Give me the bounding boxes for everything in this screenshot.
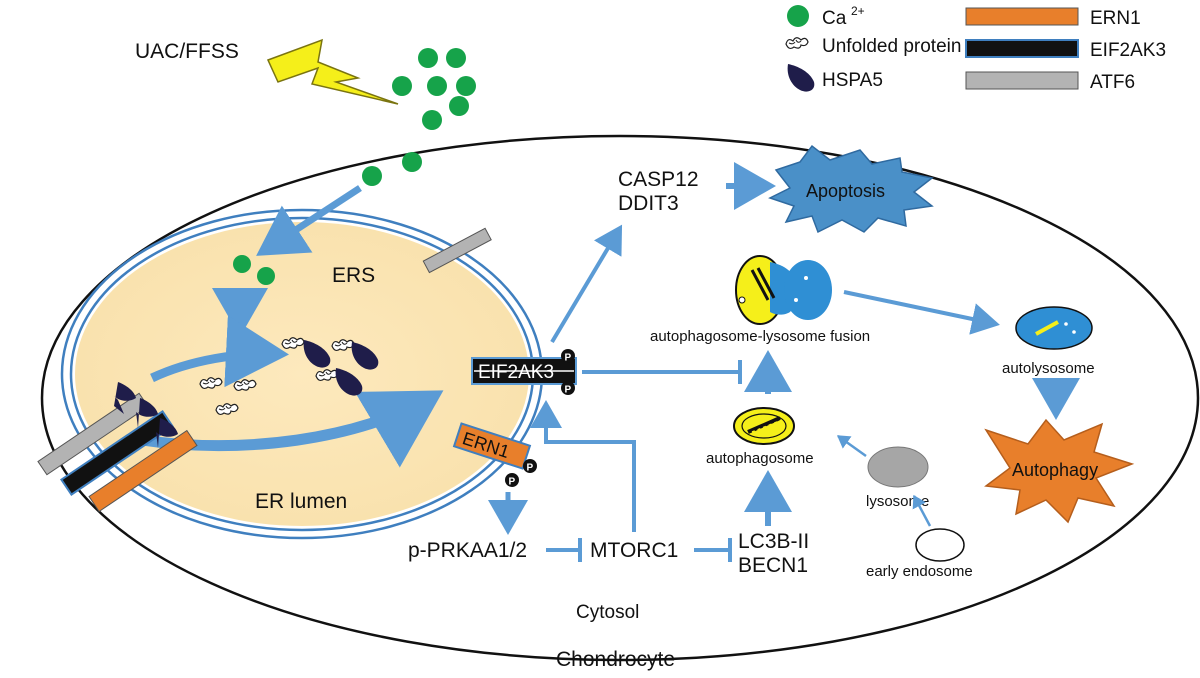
autophagy-label: Autophagy — [1012, 460, 1098, 480]
unfolded-protein-legend-icon — [785, 37, 809, 50]
apoptosis-burst — [768, 144, 934, 234]
early-endosome-icon — [915, 528, 965, 562]
legend-unfolded-protein: Unfolded protein — [822, 36, 961, 57]
fusion-label: autophagosome-lysosome fusion — [650, 328, 870, 345]
calcium-influx-arrow — [256, 185, 362, 256]
ern1-legend-swatch — [965, 7, 1079, 26]
arrow-fusion-autolysosome — [843, 290, 1000, 335]
arrow-lysosome-autophagosome — [836, 434, 867, 458]
autophagosome-label: autophagosome — [706, 450, 814, 467]
legend-calcium: Ca — [822, 8, 847, 29]
atf6-bar-top — [422, 227, 492, 274]
cytosol-label: Cytosol — [576, 602, 639, 623]
prkaa-label: p-PRKAA1/2 — [408, 539, 527, 562]
mtorc1-label: MTORC1 — [590, 539, 678, 562]
svg-text:P: P — [509, 477, 516, 488]
autolysosome-icon — [1015, 306, 1093, 350]
autolysosome-label: autolysosome — [1002, 360, 1095, 377]
becn1-label: BECN1 — [738, 554, 808, 577]
arrow-eif2ak3-casp12 — [550, 224, 623, 344]
calcium-ions-outside — [362, 48, 476, 186]
autolysosome-dot — [1064, 322, 1068, 326]
svg-text:P: P — [565, 353, 572, 364]
autophagosome-icon — [733, 407, 795, 445]
legend: Ca 2+ Unfolded protein HSPA5 ERN1 EIF2AK… — [785, 4, 1166, 93]
er-sensors-left — [37, 382, 198, 513]
arrow-mtorc1-eif2ak3 — [530, 400, 636, 532]
autophagy-burst — [984, 418, 1135, 524]
casp12-label: CASP12 — [618, 168, 699, 191]
legend-ern1: ERN1 — [1090, 8, 1141, 29]
early-endosome-label: early endosome — [866, 563, 973, 580]
lc3b-label: LC3B-II — [738, 530, 809, 553]
er-lumen-label: ER lumen — [255, 490, 347, 513]
autolysosome-dot — [1072, 330, 1076, 334]
lightning-bolt-icon — [266, 38, 399, 105]
apoptosis-label: Apoptosis — [806, 181, 885, 201]
curved-arrow-upper — [150, 315, 289, 388]
hspa5-legend-icon — [787, 64, 815, 92]
stimulus-label: UAC/FFSS — [135, 40, 239, 63]
calcium-ions-inside — [233, 255, 275, 285]
legend-calcium-sup: 2+ — [851, 4, 865, 18]
eif2ak3-legend-swatch — [965, 39, 1079, 58]
fusion-icon — [735, 255, 832, 325]
phospho-ern1: P P — [505, 459, 537, 488]
legend-hspa5: HSPA5 — [822, 70, 883, 91]
legend-atf6: ATF6 — [1090, 72, 1135, 93]
chondrocyte-label: Chondrocyte — [556, 648, 675, 671]
atf6-legend-swatch — [965, 71, 1079, 90]
calcium-legend-icon — [787, 5, 809, 27]
autolysosome-cargo — [1035, 320, 1059, 336]
legend-eif2ak3: EIF2AK3 — [1090, 40, 1166, 61]
arrow-endosome-lysosome — [912, 494, 932, 527]
lysosome-icon — [867, 446, 929, 488]
svg-text:P: P — [565, 385, 572, 396]
ers-label: ERS — [332, 264, 375, 287]
svg-text:P: P — [527, 463, 534, 474]
phospho-eif2ak3: P P — [561, 349, 575, 396]
eif2ak3-label: EIF2AK3 — [478, 362, 554, 383]
ddit3-label: DDIT3 — [618, 192, 679, 215]
